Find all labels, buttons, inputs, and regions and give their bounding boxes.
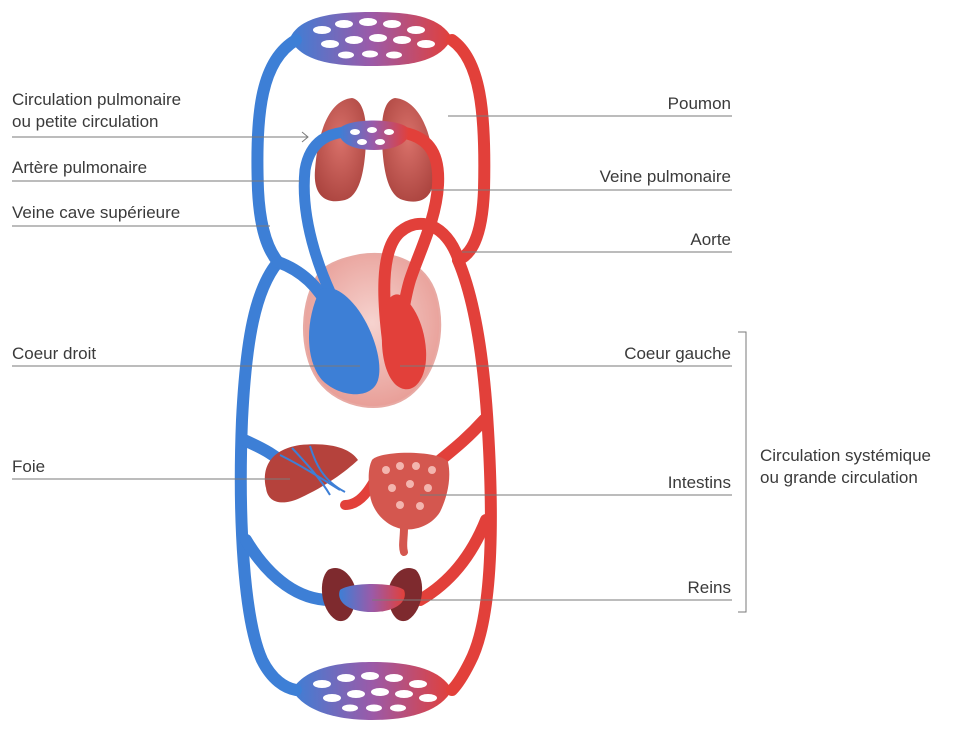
capillary-bed-bottom [292,662,452,720]
label-right-heart: Coeur droit [12,343,96,365]
label-pulmonary-circulation-line2: ou petite circulation [12,111,181,133]
kidneys [322,568,422,621]
label-systemic-circulation-line1: Circulation systémique [760,445,960,467]
label-aorta: Aorte [690,229,731,251]
label-kidneys: Reins [688,577,731,599]
label-pulmonary-circulation: Circulation pulmonaire ou petite circula… [12,89,181,133]
systemic-bracket [738,332,746,612]
pulmonary-capillaries [339,121,409,151]
capillary-bed-top [290,12,452,66]
liver [265,444,358,502]
label-pulmonary-vein: Veine pulmonaire [600,166,731,188]
label-superior-vena-cava: Veine cave supérieure [12,202,180,224]
label-systemic-circulation: Circulation systémique ou grande circula… [760,445,960,489]
label-lung: Poumon [668,93,731,115]
label-left-heart: Coeur gauche [624,343,731,365]
label-liver: Foie [12,456,45,478]
label-pulmonary-artery: Artère pulmonaire [12,157,147,179]
label-intestines: Intestins [668,472,731,494]
label-pulmonary-circulation-line1: Circulation pulmonaire [12,89,181,111]
label-systemic-circulation-line2: ou grande circulation [760,467,960,489]
intestines [369,453,450,552]
